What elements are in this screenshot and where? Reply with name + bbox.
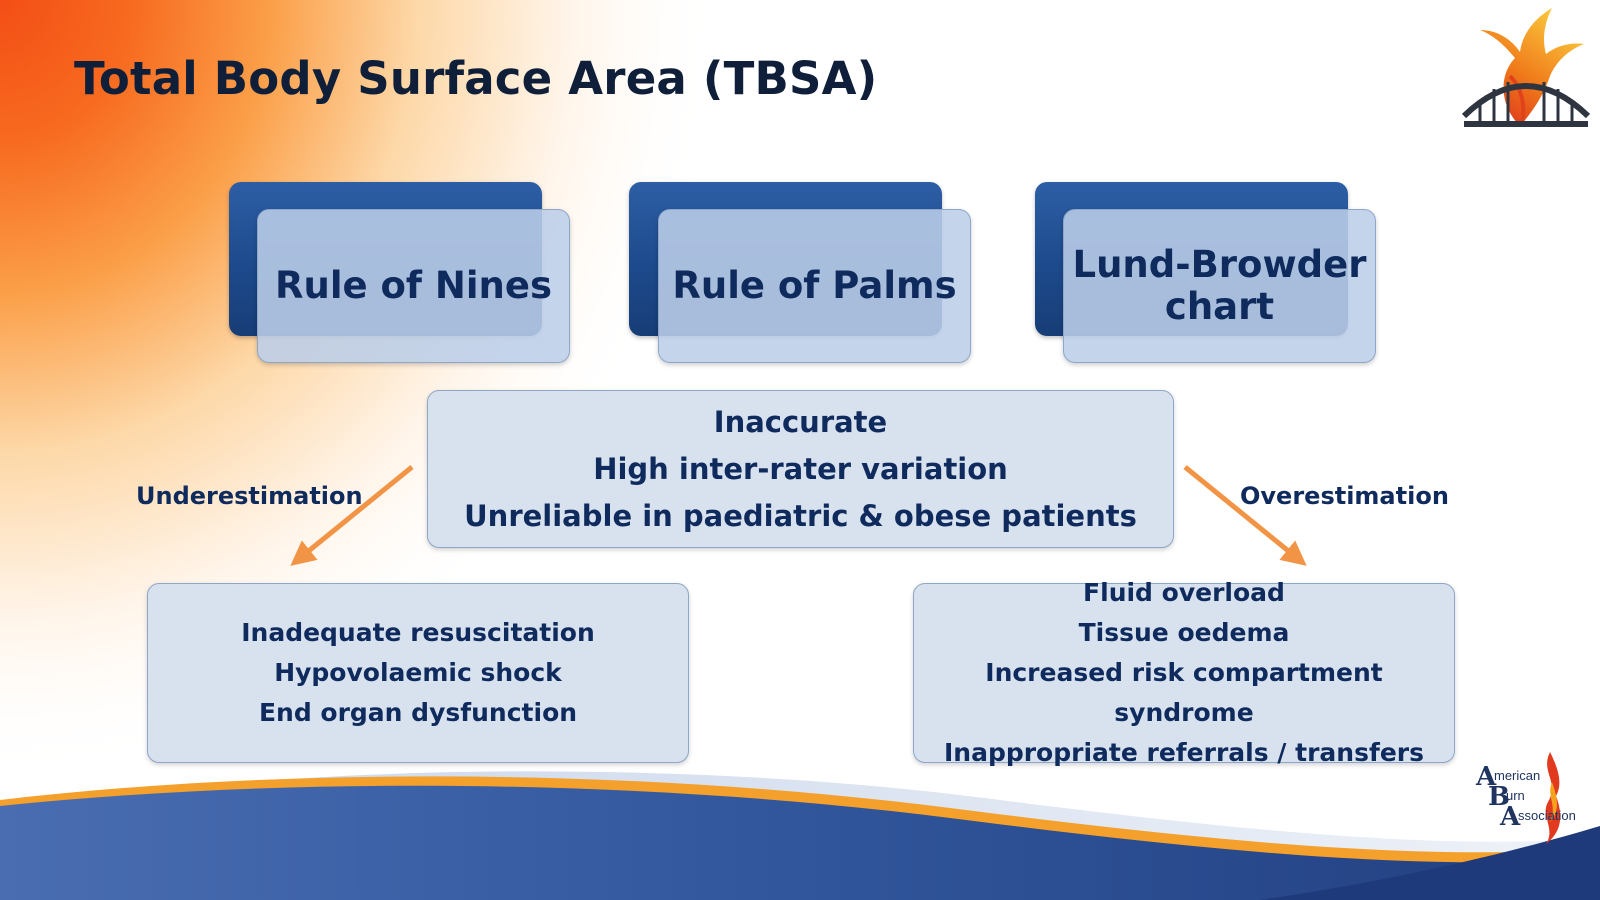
limitation-line: Inaccurate [713, 404, 888, 439]
aba-word-burn: urn [1506, 788, 1525, 803]
underestimation-label: Underestimation [136, 482, 363, 510]
phoenix-bridge-logo-icon [1461, 8, 1591, 127]
limitation-line: High inter-rater variation [593, 451, 1008, 486]
consequence-line: Inadequate resuscitation [241, 618, 595, 647]
american-burn-association-logo-icon: A B A merican urn ssociation [1476, 752, 1596, 844]
aba-word-american: merican [1494, 768, 1541, 783]
rule-of-palms-label: Rule of Palms [672, 264, 957, 307]
limitation-line: Unreliable in paediatric & obese patient… [464, 498, 1137, 533]
rule-of-nines-card: Rule of Nines [257, 209, 570, 363]
consequence-line: Hypovolaemic shock [274, 658, 562, 687]
aba-letter-a2: A [1500, 802, 1521, 832]
underestimation-consequences-box: Inadequate resuscitation Hypovolaemic sh… [147, 583, 689, 763]
aba-word-association: ssociation [1518, 808, 1576, 823]
consequence-line: Tissue oedema [1078, 618, 1290, 647]
limitations-box: Inaccurate High inter-rater variation Un… [427, 390, 1174, 548]
aba-letter-b: B [1488, 782, 1510, 812]
consequence-line: Inappropriate referrals / transfers [943, 738, 1425, 767]
consequence-line: End organ dysfunction [258, 698, 578, 727]
lund-browder-card: Lund-Browder chart [1063, 209, 1376, 363]
overestimation-label: Overestimation [1240, 482, 1449, 510]
slide-title: Total Body Surface Area (TBSA) [74, 52, 878, 105]
consequence-line: Increased risk compartment syndrome [985, 658, 1383, 727]
overestimation-consequences-box: Fluid overload Tissue oedema Increased r… [913, 578, 1455, 767]
rule-of-palms-card: Rule of Palms [658, 209, 971, 363]
lund-browder-label: Lund-Browder chart [1072, 243, 1367, 328]
consequence-line: Fluid overload [1083, 578, 1285, 607]
rule-of-nines-label: Rule of Nines [275, 264, 552, 307]
aba-letter-a: A [1476, 762, 1497, 792]
